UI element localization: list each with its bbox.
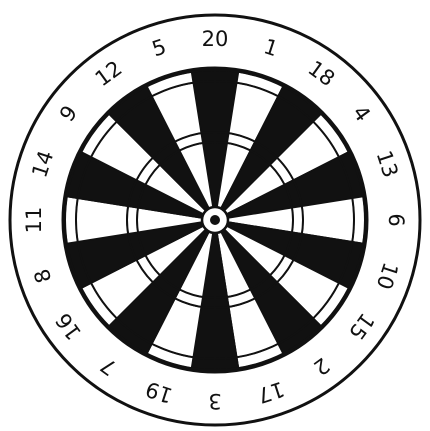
number-label-12: 12 [91, 56, 127, 91]
number-label-10: 10 [372, 260, 403, 293]
number-label-7: 7 [96, 353, 121, 380]
number-label-14: 14 [27, 148, 58, 181]
bullseye [210, 215, 220, 225]
number-label-4: 4 [348, 101, 375, 126]
number-label-19: 19 [143, 377, 176, 408]
number-label-13: 13 [372, 148, 403, 181]
number-label-16: 16 [51, 309, 86, 345]
number-label-9: 9 [55, 101, 82, 126]
number-label-1: 1 [261, 34, 281, 61]
number-label-8: 8 [29, 266, 56, 286]
number-label-3: 3 [208, 389, 221, 413]
number-label-20: 20 [202, 27, 229, 51]
number-label-2: 2 [309, 353, 334, 380]
number-label-15: 15 [344, 309, 379, 345]
number-label-11: 11 [22, 207, 46, 234]
number-label-5: 5 [149, 34, 169, 61]
number-label-17: 17 [255, 377, 288, 408]
number-label-18: 18 [304, 56, 340, 91]
number-label-6: 6 [384, 213, 408, 226]
